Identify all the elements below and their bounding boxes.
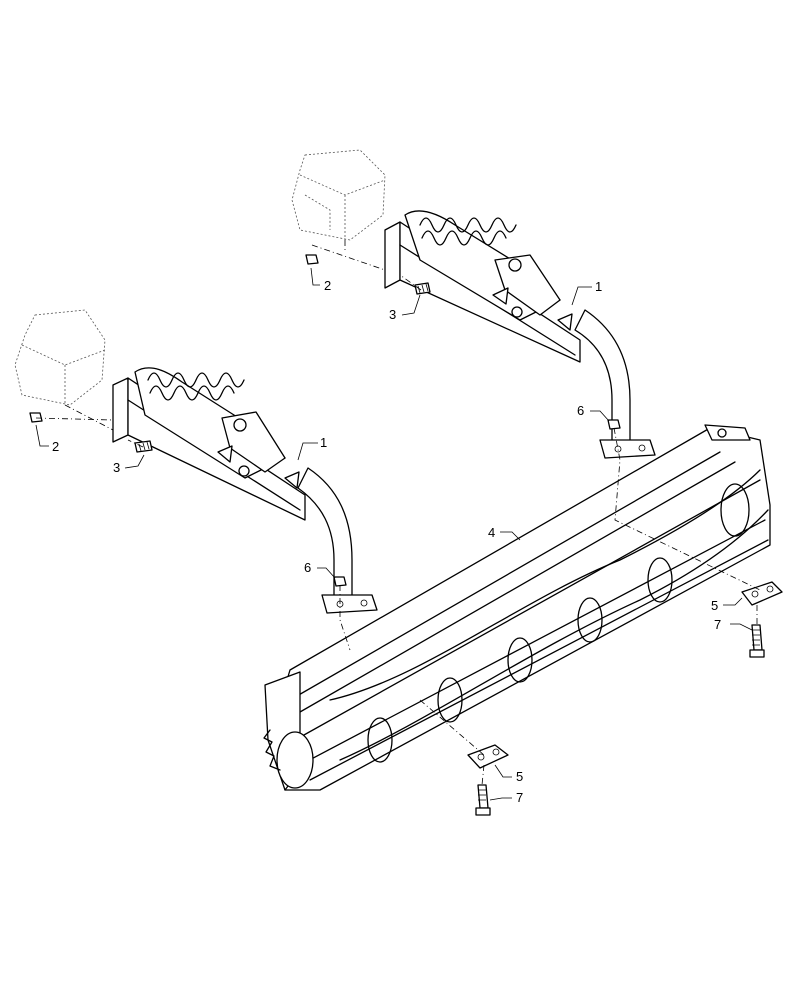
lower-spring-coils [147,372,245,401]
callout-5-lower: 5 [516,769,523,784]
clamp-plate-right [741,581,783,606]
callout-2-upper: 2 [324,278,331,293]
callout-7-right: 7 [714,617,721,632]
bolt-7-lower [475,784,491,816]
callout-1-upper: 1 [595,279,602,294]
hardware-nut-6-upper [607,419,621,430]
callout-leaders [35,267,753,801]
hardware-bolt-lower [134,440,153,453]
assembly-centerlines [35,240,761,786]
hardware-nut-upper [305,254,319,265]
upper-spring-arm [384,210,656,459]
callout-3-upper: 3 [389,307,396,322]
callout-2-lower: 2 [52,439,59,454]
bolt-7-right [749,624,765,658]
hardware-bolt-upper [414,282,431,295]
packer-roller [263,424,771,791]
clamp-plate-lower [467,744,509,769]
hardware-nut-lower [29,412,43,423]
hardware-nut-6-lower [333,576,347,587]
callout-3-lower: 3 [113,460,120,475]
callout-4-roller: 4 [488,525,495,540]
callout-6-upper: 6 [577,403,584,418]
callout-numbers: 1 1 2 2 3 3 4 5 5 6 6 7 7 [52,278,721,805]
callout-5-right: 5 [711,598,718,613]
callout-7-lower: 7 [516,790,523,805]
callout-6-lower: 6 [304,560,311,575]
lower-spring-arm [112,367,378,614]
upper-spring-coils [419,217,517,246]
upper-mount-reference [291,149,386,241]
lower-mount-reference [14,309,106,406]
callout-1-lower: 1 [320,435,327,450]
